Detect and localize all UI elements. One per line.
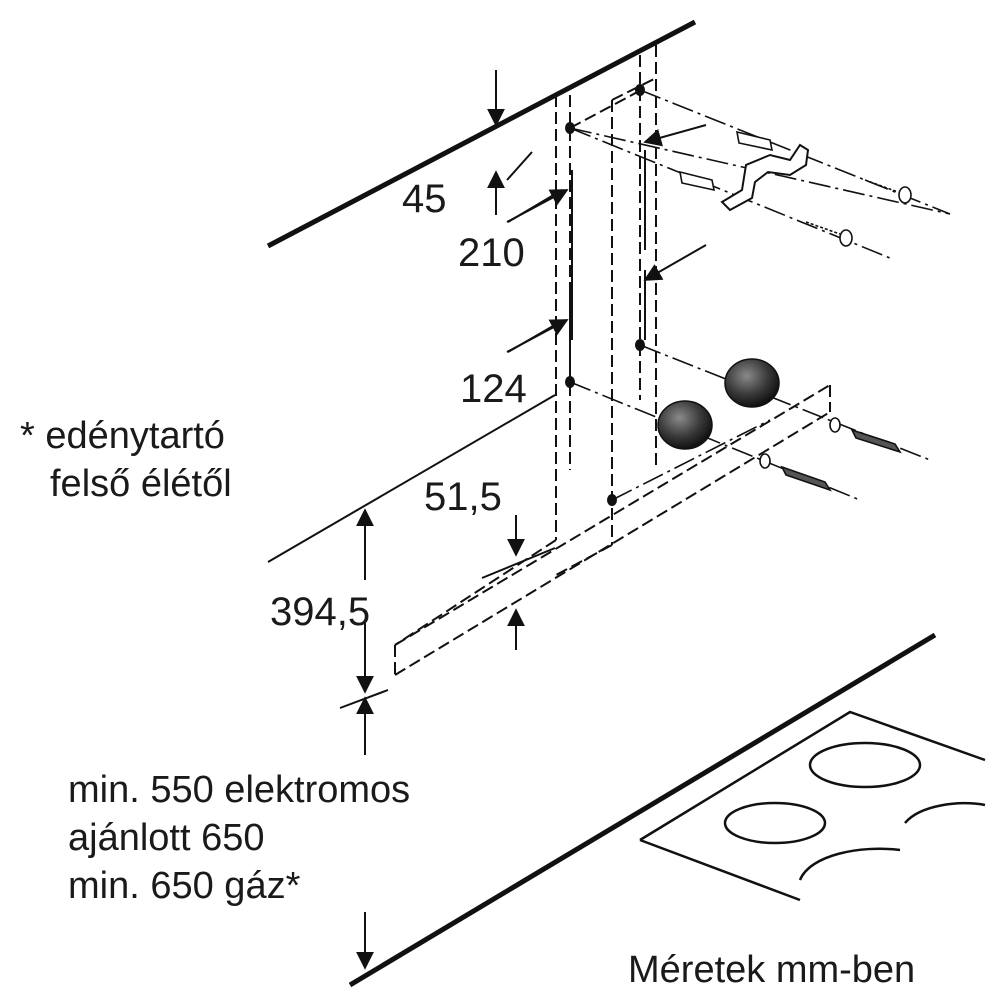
wall-bracket [720,143,810,212]
units-note: Méretek mm-ben [628,949,915,991]
clearance-line-1: min. 550 elektromos [68,769,410,811]
center-lines [569,89,951,501]
cooktop [639,710,986,902]
screw-holes [565,84,645,506]
dimension-arrows [356,124,707,970]
clearance-line-3: min. 650 gáz* [68,865,301,907]
hood-body-outline [394,384,831,676]
chimney-top-edges [569,77,657,129]
ceiling-line [266,19,697,249]
worktop-edge [348,632,937,988]
footnote-line-2: felső élétől [50,463,232,505]
dimension-51-5: 51,5 [424,475,502,519]
dimension-45: 45 [402,177,447,221]
dimension-394-5: 394,5 [270,590,370,634]
wall-plugs [678,130,774,192]
dimension-210: 210 [458,231,525,275]
clearance-line-2: ajánlott 650 [68,817,265,859]
dimension-124: 124 [460,367,527,411]
upper-screws [805,179,912,247]
lower-screws [759,417,902,492]
footnote-line-1: * edénytartó [20,415,225,457]
mounting-knobs [657,358,780,450]
